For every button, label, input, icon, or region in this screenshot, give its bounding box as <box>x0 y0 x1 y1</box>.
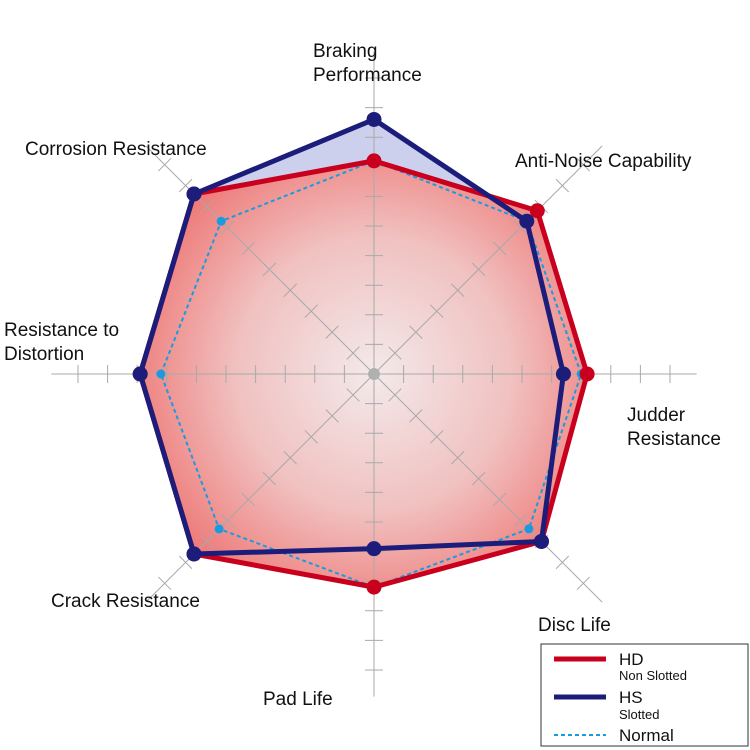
axis-tick <box>199 534 214 549</box>
normal-point-crack-resistance <box>214 524 224 534</box>
axis-label-line: Resistance <box>627 429 721 450</box>
axis-tick <box>325 409 339 423</box>
axis-tick <box>346 388 360 402</box>
hs-point-crack-resistance <box>186 546 202 562</box>
axis-tick <box>492 492 507 507</box>
axis-spoke-corrosion-resistance <box>145 145 375 375</box>
axis-label-line: Braking <box>313 41 377 62</box>
axis-tick <box>492 241 507 256</box>
axis-label-line: Anti-Noise Capability <box>515 151 692 172</box>
hs-point-resistance-to-distortion <box>132 366 148 382</box>
axis-tick <box>178 555 193 570</box>
axis-label-crack-resistance: Crack Resistance <box>51 591 200 612</box>
axis-tick <box>199 199 214 214</box>
axis-label-resistance-to-distortion: Resistance to Distortion <box>4 320 119 365</box>
normal-point-corrosion-resistance <box>216 216 226 226</box>
hd-point-judder-resistance <box>579 366 595 382</box>
axis-label-line: Distortion <box>4 344 84 365</box>
normal-point-disc-life <box>524 524 534 534</box>
axis-tick <box>178 178 193 193</box>
axis-spoke-anti-noise-capability <box>373 145 603 375</box>
axis-tick <box>576 157 591 172</box>
axis-tick <box>220 220 235 235</box>
axis-tick <box>262 262 277 277</box>
axis-tick <box>451 283 465 297</box>
axis-spoke-disc-life <box>373 373 603 603</box>
axis-label-pad-life: Pad Life <box>263 689 333 710</box>
axis-label-disc-life: Disc Life <box>538 615 611 636</box>
axis-label-line: Resistance to <box>4 320 119 341</box>
legend-label-hd: HD <box>619 650 644 669</box>
hd-point-braking-performance <box>366 153 382 169</box>
legend-sublabel-hs: Slotted <box>619 707 659 722</box>
axis-tick <box>388 388 402 402</box>
axis-tick <box>283 283 297 297</box>
hd-point-anti-noise-capability <box>529 203 545 219</box>
axis-tick <box>283 451 297 465</box>
series-lines <box>132 111 595 595</box>
axis-tick <box>555 178 570 193</box>
axis-label-line: Disc Life <box>538 615 611 636</box>
axis-label-line: Judder <box>627 405 686 426</box>
axis-tick <box>304 430 318 444</box>
axis-tick <box>513 513 528 528</box>
axis-spoke-crack-resistance <box>145 373 375 603</box>
radar-center <box>368 368 380 380</box>
axis-tick <box>241 241 256 256</box>
axis-label-corrosion-resistance: Corrosion Resistance <box>25 139 207 160</box>
axis-tick <box>430 430 444 444</box>
axis-tick <box>241 492 256 507</box>
axis-tick <box>346 346 360 360</box>
legend-label-hs: HS <box>619 688 643 707</box>
hs-point-pad-life <box>366 541 382 557</box>
axis-label-anti-noise-capability: Anti-Noise Capability <box>515 151 692 172</box>
axis-tick <box>304 304 318 318</box>
legend-sublabel-hd: Non Slotted <box>619 668 687 683</box>
axis-label-line: Performance <box>313 65 422 86</box>
hs-point-corrosion-resistance <box>186 186 202 202</box>
hs-point-disc-life <box>533 533 549 549</box>
hs-point-judder-resistance <box>555 366 571 382</box>
normal-series-line <box>159 159 583 589</box>
axis-tick <box>325 325 339 339</box>
normal-point-resistance-to-distortion <box>156 369 166 379</box>
axis-tick <box>451 451 465 465</box>
axis-label-line: Crack Resistance <box>51 591 200 612</box>
axis-tick <box>513 220 528 235</box>
axis-tick <box>555 555 570 570</box>
hd-point-pad-life <box>366 579 382 595</box>
legend-label-normal: Normal <box>619 726 674 745</box>
axis-tick <box>220 513 235 528</box>
axis-tick <box>471 262 486 277</box>
axis-label-line: Pad Life <box>263 689 333 710</box>
axis-tick <box>157 576 172 591</box>
axis-tick <box>262 471 277 486</box>
axis-tick <box>409 325 423 339</box>
axis-tick <box>388 346 402 360</box>
axis-tick <box>409 409 423 423</box>
axis-tick <box>157 157 172 172</box>
axis-tick <box>471 471 486 486</box>
axis-tick <box>576 576 591 591</box>
hs-point-braking-performance <box>366 111 382 127</box>
hs-point-anti-noise-capability <box>519 213 535 229</box>
legend: HD Non Slotted HS Slotted Normal <box>540 643 749 747</box>
axis-label-line: Corrosion Resistance <box>25 139 207 160</box>
axis-tick <box>430 304 444 318</box>
